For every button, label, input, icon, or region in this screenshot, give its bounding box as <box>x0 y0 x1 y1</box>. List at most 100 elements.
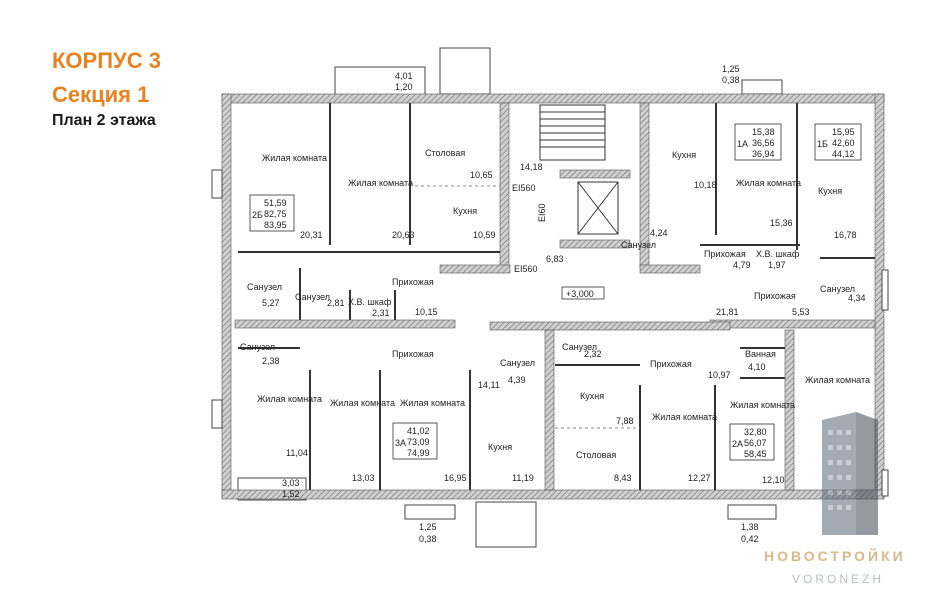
balcony-area: 4,01 <box>395 71 413 81</box>
apartment-type: 2А <box>732 439 743 449</box>
area-label: 10,59 <box>473 230 496 240</box>
apartment-table-1a: 1А 15,38 36,56 36,94 <box>734 123 782 161</box>
watermark-title: НОВОСТРОЙКИ <box>764 548 906 564</box>
area-label: 12,10 <box>762 475 785 485</box>
room-label: Прихожая <box>392 349 434 359</box>
balcony-labels: 4,01 1,20 1,25 0,38 3,03 1,52 1,25 0,38 … <box>282 64 759 544</box>
room-label: Санузел <box>562 342 597 352</box>
fire-rating-label: EI560 <box>514 264 538 274</box>
area-label: 6,83 <box>546 254 564 264</box>
room-label: Кухня <box>488 442 512 452</box>
apartment-area: 42,60 <box>832 138 855 148</box>
area-label: 4,34 <box>848 293 866 303</box>
area-label: 10,97 <box>708 370 731 380</box>
balcony-area: 0,38 <box>419 534 437 544</box>
room-label: Жилая комната <box>400 398 465 408</box>
room-label: Санузел <box>240 342 275 352</box>
area-label: 12,27 <box>688 473 711 483</box>
apartment-area: 15,38 <box>752 127 775 137</box>
room-label: Кухня <box>672 150 696 160</box>
room-label: Ванная <box>745 349 776 359</box>
room-label: Столовая <box>425 148 465 158</box>
area-label: 20,63 <box>392 230 415 240</box>
watermark-building-icon <box>822 412 878 535</box>
partitions <box>238 103 875 490</box>
room-label: Прихожая <box>704 249 746 259</box>
room-label: Прихожая <box>754 291 796 301</box>
room-label: Кухня <box>580 391 604 401</box>
area-label: 10,65 <box>470 170 493 180</box>
apartment-area: 51,59 <box>264 198 287 208</box>
balcony-bottom-right <box>727 504 777 520</box>
room-label: Прихожая <box>650 359 692 369</box>
area-label: 20,31 <box>300 230 323 240</box>
room-label: Х.В. шкаф <box>756 249 800 259</box>
watermark-subtitle: VORONEZH <box>792 572 885 586</box>
balcony-bottom-center <box>475 501 537 548</box>
fire-rating-label: EI60 <box>537 203 547 222</box>
room-label: Жилая комната <box>348 178 413 188</box>
room-label: Санузел <box>295 292 330 302</box>
balcony-area: 3,03 <box>282 478 300 488</box>
balcony-area: 0,38 <box>722 75 740 85</box>
apartment-tables: 2Б 51,59 82,75 83,95 1А 15,38 36,56 36,9… <box>249 123 862 461</box>
area-label: 2,81 <box>327 298 345 308</box>
room-label: Кухня <box>453 206 477 216</box>
apartment-type: 1А <box>737 139 748 149</box>
area-label: 4,79 <box>733 260 751 270</box>
apartment-table-1b: 1Б 15,95 42,60 44,12 <box>814 123 862 161</box>
apartment-area: 44,12 <box>832 149 855 159</box>
balcony-bottom-mid <box>404 504 456 520</box>
stairwell <box>539 104 619 235</box>
area-label: 16,95 <box>444 473 467 483</box>
balcony-area: 1,38 <box>741 522 759 532</box>
building-title: КОРПУС 3 <box>52 48 161 73</box>
apartment-area: 32,80 <box>744 427 767 437</box>
area-label: 1,97 <box>768 260 786 270</box>
apartment-area: 83,95 <box>264 220 287 230</box>
area-label: 5,27 <box>262 298 280 308</box>
room-label: Жилая комната <box>805 375 870 385</box>
elevation-label: +3,000 <box>566 289 594 299</box>
apartment-area: 74,99 <box>407 448 430 458</box>
dashed-dividers <box>415 185 640 429</box>
area-label: 10,15 <box>415 307 438 317</box>
area-label: 2,31 <box>372 308 390 318</box>
apartment-table-3a: 3А 41,02 73,09 74,99 <box>392 422 438 460</box>
inner-walls <box>234 102 876 491</box>
apartment-area: 15,95 <box>832 127 855 137</box>
room-label: Жилая комната <box>730 400 795 410</box>
room-label: Санузел <box>247 282 282 292</box>
area-label: 10,18 <box>694 180 717 190</box>
balcony-top-stair <box>439 47 491 95</box>
area-labels: 20,31 20,63 10,65 10,59 14,18 10,18 4,24… <box>262 162 866 485</box>
area-label: 2,38 <box>262 356 280 366</box>
apartment-area: 36,56 <box>752 138 775 148</box>
room-label: Жилая комната <box>330 398 395 408</box>
room-label: Жилая комната <box>262 153 327 163</box>
balcony-top-right <box>741 79 783 95</box>
apartment-type: 3А <box>395 438 406 448</box>
balcony-area: 1,52 <box>282 489 300 499</box>
fire-rating-label: EI560 <box>512 183 536 193</box>
area-label: 11,19 <box>512 473 534 483</box>
balcony-area: 1,25 <box>722 64 740 74</box>
room-label: Жилая комната <box>736 178 801 188</box>
room-label: Жилая комната <box>257 394 322 404</box>
apartment-area: 41,02 <box>407 426 430 436</box>
room-label: Кухня <box>818 186 842 196</box>
area-label: 21,81 <box>716 307 739 317</box>
area-label: 7,88 <box>616 416 634 426</box>
room-label: Санузел <box>500 358 535 368</box>
area-label: 4,39 <box>508 375 526 385</box>
room-label: Санузел <box>820 284 855 294</box>
apartment-area: 56,07 <box>744 438 767 448</box>
room-label: Жилая комната <box>652 412 717 422</box>
apartment-table-2a: 2А 32,80 56,07 58,45 <box>729 423 775 461</box>
apartment-area: 36,94 <box>752 149 775 159</box>
room-labels: Жилая комната Жилая комната Столовая Кух… <box>240 148 870 460</box>
area-label: 8,43 <box>614 473 632 483</box>
room-label: Прихожая <box>392 277 434 287</box>
room-label: Санузел <box>621 240 656 250</box>
